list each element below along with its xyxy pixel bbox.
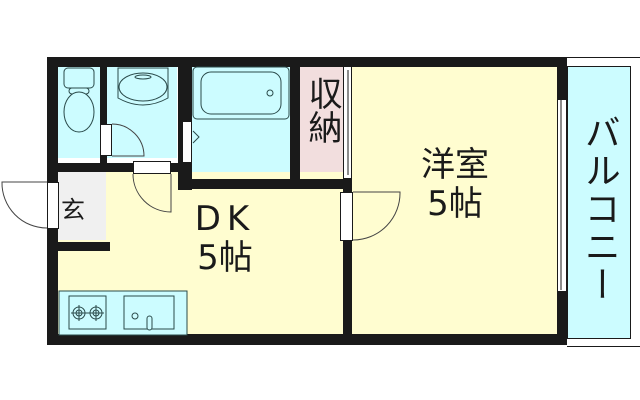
- entrance-label: 玄: [61, 196, 85, 224]
- western-room-name: 洋室: [421, 145, 489, 185]
- wall-bath-storage: [290, 66, 300, 179]
- balcony: [567, 66, 631, 339]
- wall-bath-bottom: [182, 179, 352, 189]
- western-door-swing: [352, 191, 401, 241]
- wall-bottom: [47, 334, 567, 345]
- wall-wet-bottom: [58, 163, 192, 172]
- washroom-door-swing: [132, 173, 172, 213]
- wall-toilet-wash: [100, 66, 107, 171]
- toilet-icon: [63, 67, 95, 133]
- dk-name: DK: [194, 199, 256, 239]
- front-door-swing: [1, 181, 48, 229]
- washroom-door-opening: [133, 161, 171, 174]
- balcony-label: バルコニー: [578, 114, 620, 304]
- dk-label: DK 5帖: [160, 199, 290, 279]
- western-room-label: 洋室 5帖: [390, 145, 520, 225]
- balcony-outline: [567, 57, 640, 347]
- entrance-area-overlay: [58, 172, 106, 240]
- bathtub-icon: [192, 66, 290, 144]
- kitchen-counter: [58, 290, 188, 336]
- dk-size: 5帖: [197, 238, 253, 279]
- storage-room: [300, 66, 343, 179]
- storage-label: 収納: [302, 76, 342, 144]
- wall-entrance-divider: [58, 242, 110, 251]
- toilet-door-swing: [111, 123, 145, 157]
- bath-door-opening: [182, 121, 192, 163]
- western-door-opening: [340, 192, 353, 241]
- wall-top: [47, 57, 567, 67]
- western-room: [352, 66, 557, 334]
- washbasin-icon: [117, 67, 169, 106]
- front-door-opening: [47, 182, 59, 229]
- toilet-door-opening: [100, 124, 112, 156]
- balcony-window: [557, 99, 567, 292]
- western-room-size: 5帖: [427, 184, 483, 225]
